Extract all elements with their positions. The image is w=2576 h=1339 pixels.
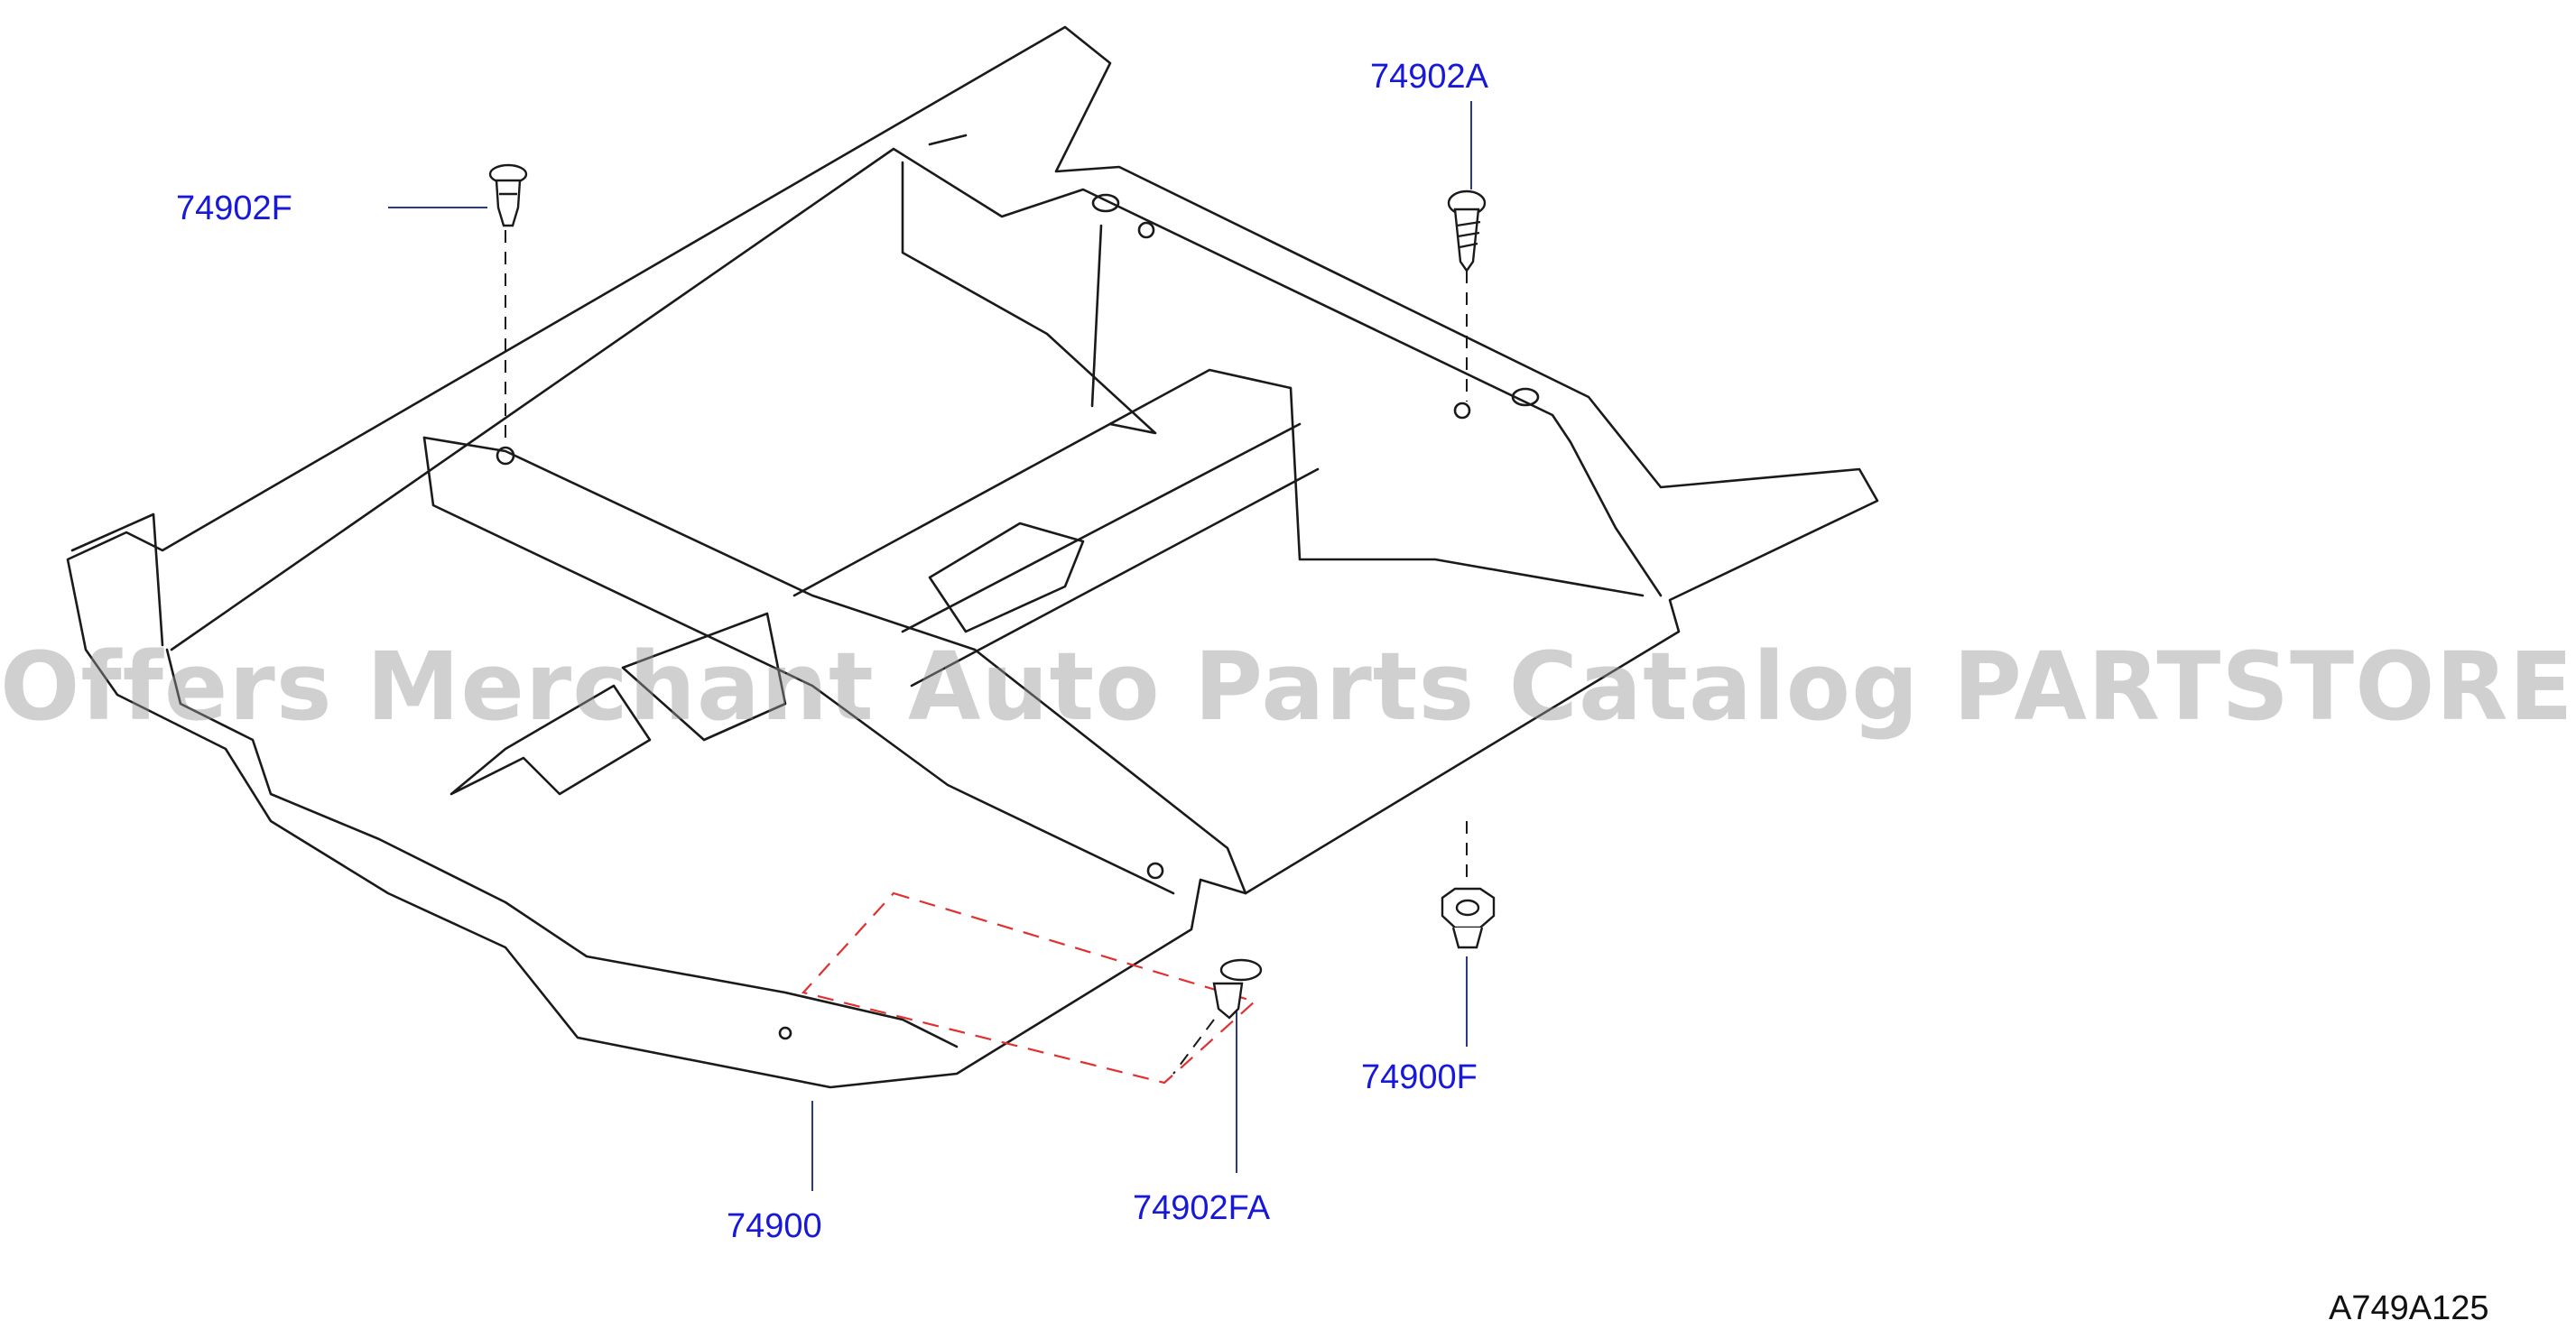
carpet-inner-rim <box>170 147 1663 651</box>
carpet-front-footwell <box>449 684 652 796</box>
carpet-tunnel <box>422 436 1247 895</box>
carpet-shift-boot <box>928 522 1085 633</box>
screw-clip-icon <box>1447 189 1487 273</box>
carpet-crossmember <box>792 368 1645 597</box>
alignment-lines <box>505 230 1468 1075</box>
carpet-hole <box>778 1026 792 1040</box>
callout-74900[interactable]: 74900 <box>727 1207 822 1245</box>
carpet-hole <box>1146 862 1164 880</box>
callout-74902F[interactable]: 74902F <box>176 189 292 227</box>
carpet-tunnel-side <box>422 436 1175 895</box>
carpet-front-edge <box>165 648 959 1048</box>
carpet-slot <box>1091 193 1120 213</box>
callout-74900F[interactable]: 74900F <box>1361 1058 1478 1096</box>
carpet-rear-footwell <box>901 161 1157 435</box>
drawing-code: A749A125 <box>2329 1289 2489 1327</box>
callout-74902A[interactable]: 74902A <box>1370 58 1489 96</box>
carpet-rear-flap <box>70 134 968 647</box>
alignment-line-74902FA <box>1172 1019 1215 1075</box>
dashed-mat-region <box>801 891 1257 1085</box>
grommet-clip-icon <box>1441 887 1496 949</box>
carpet-outline <box>66 25 1879 1089</box>
carpet-hole <box>1137 221 1155 239</box>
callout-74902FA[interactable]: 74902FA <box>1133 1189 1271 1227</box>
push-clip-icon <box>488 163 528 227</box>
leader-lines <box>388 101 1472 1191</box>
carpet-hole <box>1453 402 1471 420</box>
floor-carpet-drawing <box>66 25 1879 1089</box>
carpet-hole <box>496 446 515 466</box>
carpet-crossmember-lower <box>901 422 1320 688</box>
push-clip-icon-fa <box>1212 958 1263 1020</box>
carpet-slot <box>1511 387 1540 407</box>
carpet-seat-recess <box>621 612 787 742</box>
